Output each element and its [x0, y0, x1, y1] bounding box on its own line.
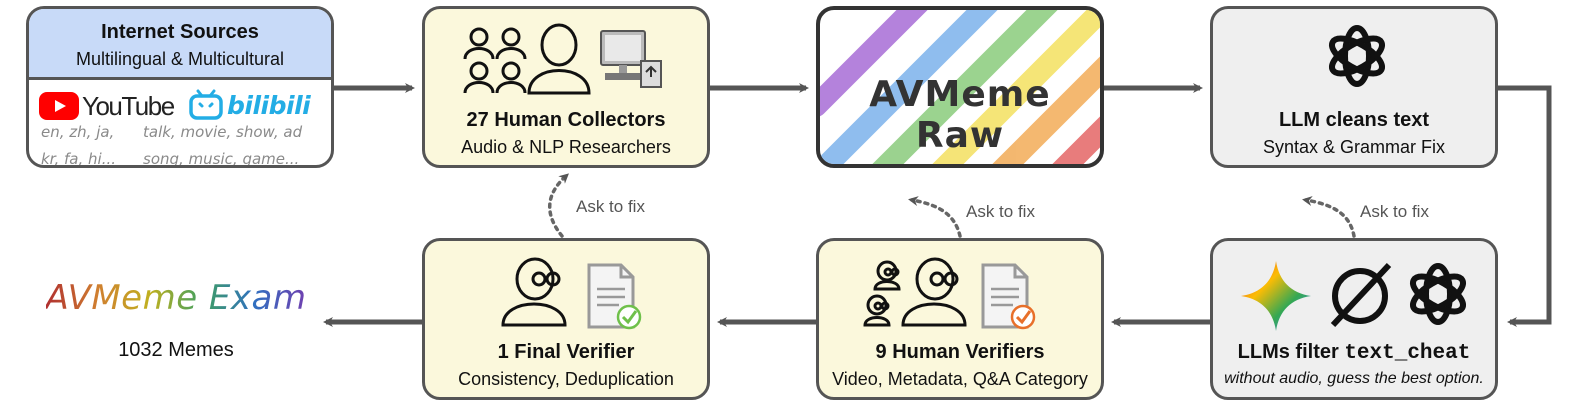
bilibili-tv-icon [189, 89, 223, 120]
collectors-subtitle: Audio & NLP Researchers [461, 137, 671, 157]
filter-title-code: text_cheat [1344, 342, 1471, 365]
feedback-arrow-final [548, 173, 569, 238]
arrow-clean-to-filter [1498, 85, 1552, 327]
document-check-icon [981, 263, 1036, 330]
human-collectors-box: 27 Human Collectors Audio & NLP Research… [422, 6, 710, 168]
ask-to-fix-verifiers: Ask to fix [966, 202, 1035, 221]
feedback-arrows [548, 173, 1356, 238]
filter-title-prefix: LLMs filter [1237, 341, 1345, 363]
llm-clean-box: LLM cleans text Syntax & Grammar Fix [1210, 6, 1498, 168]
avmeme-exam-title: AVMeme Exam [36, 278, 316, 318]
llm-filter-box: LLMs filter text_cheat without audio, gu… [1210, 238, 1498, 400]
exam-title-text: AVMeme Exam [45, 278, 307, 318]
verifier-icon [501, 257, 567, 327]
ask-to-fix-final: Ask to fix [576, 197, 645, 216]
feedback-arrow-filter [1302, 196, 1356, 238]
people-icon [463, 23, 591, 95]
human-verifiers-box: 9 Human Verifiers Video, Metadata, Q&A C… [816, 238, 1104, 400]
forward-arrows [323, 83, 1552, 327]
openai-icon [1329, 25, 1385, 87]
gemini-icon [1241, 261, 1311, 331]
bilibili-label: bilibili [227, 91, 311, 120]
verifiers-title: 9 Human Verifiers [875, 341, 1045, 363]
sources-header: Internet Sources Multilingual & Multicul… [29, 9, 331, 80]
youtube-label: YouTube [82, 91, 175, 121]
collectors-title: 27 Human Collectors [466, 109, 666, 131]
document-check-icon [587, 263, 642, 330]
final-subtitle: Consistency, Deduplication [458, 369, 674, 389]
languages-line-2: kr, fa, hi... [41, 150, 116, 168]
clean-subtitle: Syntax & Grammar Fix [1262, 137, 1446, 157]
exam-count: 1032 Memes [118, 339, 234, 361]
filter-subtitle: without audio, guess the best option. [1224, 370, 1484, 387]
languages-line-1: en, zh, ja, [41, 123, 115, 141]
topics-line-2: song, music, game... [143, 150, 300, 168]
openai-icon [1410, 263, 1466, 325]
sources-subtitle: Multilingual & Multicultural [75, 49, 285, 69]
feedback-arrow-verifiers [908, 196, 962, 238]
clean-title: LLM cleans text [1278, 109, 1430, 131]
final-title: 1 Final Verifier [497, 341, 635, 363]
topics-line-1: talk, movie, show, ad [143, 123, 303, 141]
ask-to-fix-filter: Ask to fix [1360, 202, 1429, 221]
avmeme-raw-label: AVMeme Raw [869, 74, 1051, 156]
computer-icon [600, 30, 662, 88]
grok-icon [1330, 262, 1392, 328]
avmeme-raw-box: AVMeme Raw [816, 6, 1104, 168]
internet-sources-box: Internet Sources Multilingual & Multicul… [26, 6, 334, 168]
rainbow-stripes [820, 10, 1100, 164]
filter-title: LLMs filter text_cheat [1213, 341, 1495, 365]
youtube-logo: YouTube [39, 91, 175, 121]
final-verifier-box: 1 Final Verifier Consistency, Deduplicat… [422, 238, 710, 400]
verifier-group-icon [863, 257, 967, 327]
bilibili-logo: bilibili [189, 89, 311, 123]
sources-title: Internet Sources [101, 21, 259, 43]
youtube-play-icon [39, 92, 79, 120]
verifiers-subtitle: Video, Metadata, Q&A Category [832, 369, 1088, 389]
